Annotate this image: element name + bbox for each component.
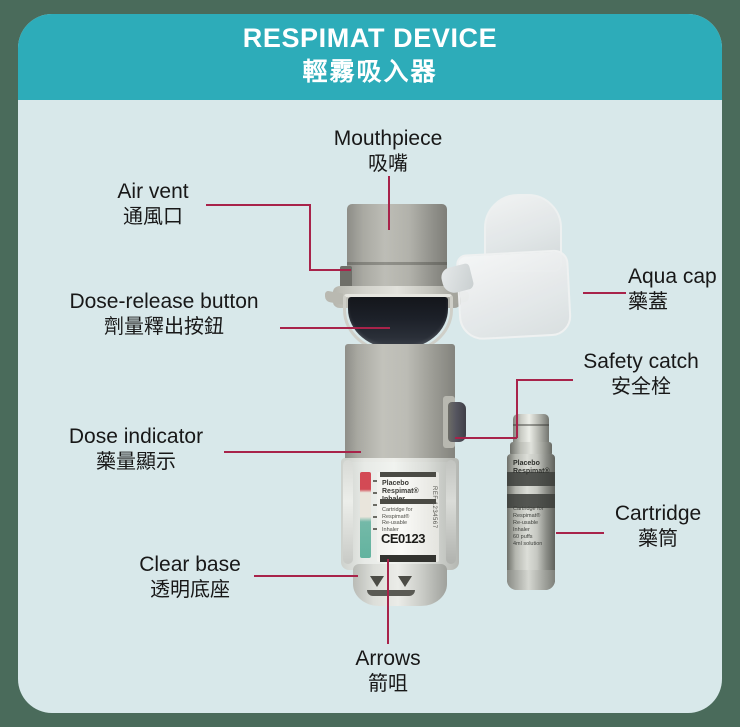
leader-line-safety-catch-left [455,437,517,439]
base-label-details: Cartridge for Respimat® Re-usable Inhale… [382,507,413,533]
poster-header: RESPIMAT DEVICE 輕霧吸入器 [18,14,722,100]
label-mouthpiece: Mouthpiece 吸嘴 [303,126,473,177]
leader-line-dose-indicator [224,451,361,453]
label-cartridge-en: Cartridge [614,502,702,525]
label-dose-release-button-en: Dose-release button [69,290,259,313]
leader-line-safety-catch-top [516,379,573,381]
label-mouthpiece-en: Mouthpiece [333,127,443,150]
arrow-base-band [367,590,415,596]
cartridge-neck [510,442,552,456]
clear-base-rail-right [446,460,456,564]
leader-line-clear-base [254,575,358,577]
leader-line-air-vent-drop [309,204,311,270]
leader-line-dose-release [280,327,390,329]
label-dose-indicator: Dose indicator 藥量顯示 [48,424,224,475]
leader-line-aqua-cap [583,292,626,294]
arrow-mark-left [370,576,384,587]
leader-line-air-vent-bottom [309,269,351,271]
cartridge-band-lower [507,494,555,508]
label-mouthpiece-zh: 吸嘴 [368,153,408,175]
cartridge-label-details: Cartridge for Respimat® Re-usable Inhale… [513,506,544,547]
arrow-mark-right [398,576,412,587]
clear-base-rail-left [343,460,353,564]
cartridge-label-brand: Placebo Respimat® [513,460,550,475]
label-clear-base-zh: 透明底座 [150,579,230,601]
leader-line-mouthpiece [388,176,390,230]
aqua-cap-illustration [439,194,588,344]
mouthpiece-part [347,204,447,288]
cartridge-bottom [507,570,555,590]
header-title-en: RESPIMAT DEVICE [242,23,498,53]
label-arrows: Arrows 箭咀 [328,646,448,697]
leader-line-cartridge [556,532,604,534]
air-vent-part [340,266,352,288]
label-aqua-cap-zh: 藥蓋 [628,291,668,313]
label-aqua-cap-en: Aqua cap [628,265,717,288]
label-clear-base-en: Clear base [139,553,241,576]
label-aqua-cap: Aqua cap 藥蓋 [628,264,722,315]
label-dose-indicator-zh: 藥量顯示 [96,451,176,473]
base-label-ce-mark: CE0123 [381,531,425,546]
label-safety-catch-zh: 安全栓 [611,376,671,398]
label-air-vent: Air vent 通風口 [78,179,228,230]
cartridge-crimp-top [513,414,549,444]
collar-wing-left [325,290,343,305]
leader-line-arrows [387,559,389,644]
leader-line-safety-catch-rise [516,379,518,438]
cartridge-band-upper [507,472,555,486]
label-cartridge-zh: 藥筒 [638,528,678,550]
label-dose-release-button-zh: 劑量釋出按鈕 [104,316,224,338]
leader-line-air-vent-top [206,204,310,206]
label-dose-release-button: Dose-release button 劑量釋出按鈕 [48,289,280,340]
device-body [345,344,455,462]
cartridge-illustration: Placebo Respimat® Cartridge for Respimat… [505,414,557,590]
label-arrows-en: Arrows [355,647,421,670]
safety-catch-part [448,402,466,442]
base-label-side-text: REF 1234567 [431,486,437,529]
label-safety-catch: Safety catch 安全栓 [571,349,711,400]
label-dose-indicator-en: Dose indicator [68,425,204,448]
label-safety-catch-en: Safety catch [583,350,699,373]
label-air-vent-zh: 通風口 [123,206,183,228]
dose-indicator-scale [360,472,371,558]
respimat-device-illustration: Placebo Respimat® Inhaler Cartridge for … [315,204,485,606]
info-card: RESPIMAT DEVICE 輕霧吸入器 [18,14,722,713]
label-air-vent-en: Air vent [117,180,189,203]
base-printed-label: Placebo Respimat® Inhaler Cartridge for … [377,472,439,562]
label-cartridge: Cartridge 藥筒 [598,501,718,552]
label-arrows-zh: 箭咀 [368,673,408,695]
label-clear-base: Clear base 透明底座 [126,552,254,603]
header-title-zh: 輕霧吸入器 [302,58,438,86]
aqua-cap-front-panel [455,249,573,341]
